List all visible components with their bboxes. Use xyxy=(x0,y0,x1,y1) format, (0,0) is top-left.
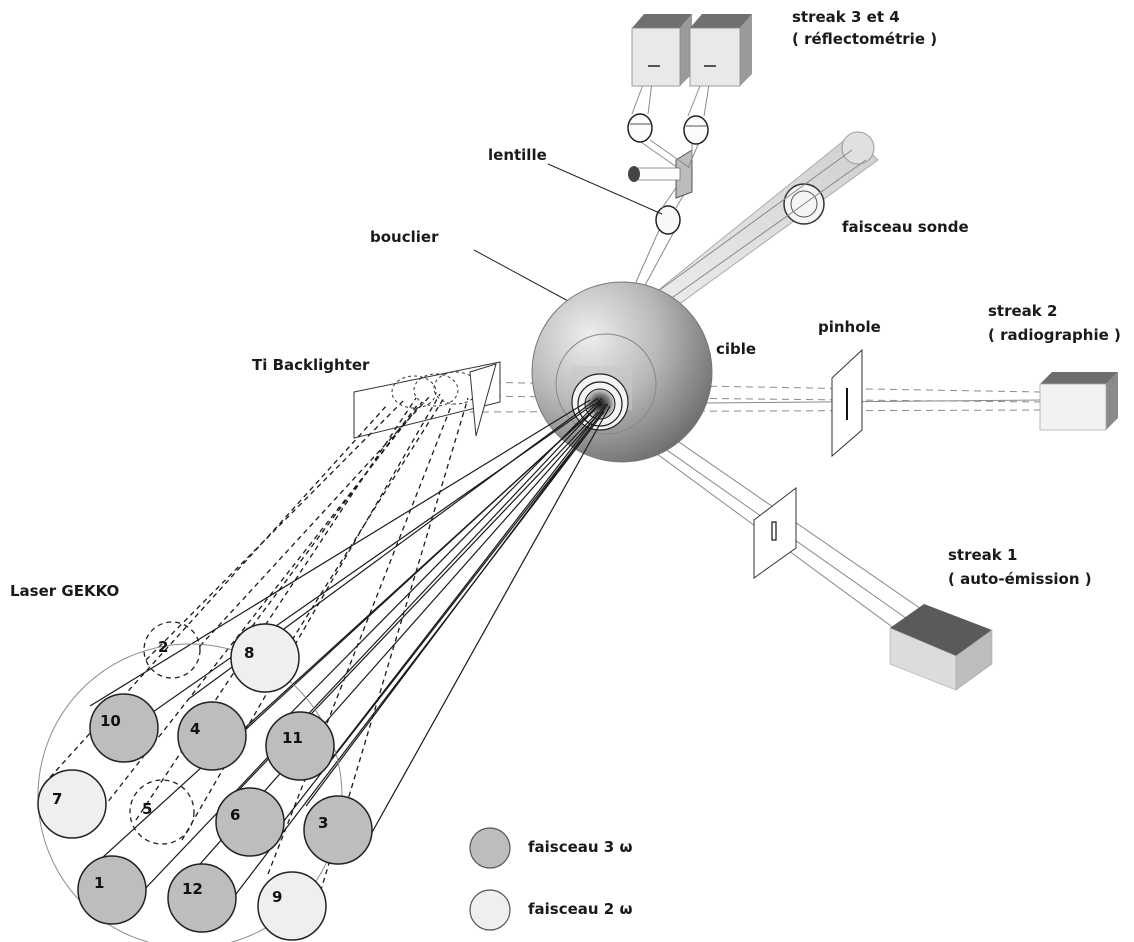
streak2-camera-icon xyxy=(1039,372,1118,431)
beam-port-5 xyxy=(129,779,195,845)
target-chamber xyxy=(531,281,713,463)
ti-backlighter-label: Ti Backlighter xyxy=(252,356,370,374)
beam-label-3: 3 xyxy=(318,814,328,832)
beam-port-3 xyxy=(303,795,373,865)
streak2-subtitle: ( radiographie ) xyxy=(988,326,1121,344)
mirror-icon xyxy=(675,149,693,199)
faisceau-sonde-label: faisceau sonde xyxy=(842,218,969,236)
streak2-title: streak 2 xyxy=(988,302,1057,320)
beam-label-2: 2 xyxy=(158,638,168,656)
labels: streak 3 et 4 ( réflectométrie ) lentill… xyxy=(10,8,1121,600)
beam-label-1: 1 xyxy=(94,874,104,892)
lentille-lens-icon xyxy=(655,205,681,235)
beam-label-5: 5 xyxy=(142,800,152,818)
pinhole-label: pinhole xyxy=(818,318,881,336)
beam-port-8 xyxy=(230,623,300,693)
streak34-title: streak 3 et 4 xyxy=(792,8,900,26)
beam-port-1 xyxy=(77,855,147,925)
beam-label-7: 7 xyxy=(52,790,62,808)
streak34-subtitle: ( réflectométrie ) xyxy=(792,30,937,48)
streak3-camera-icon xyxy=(631,14,692,87)
beam-port-11 xyxy=(265,711,335,781)
beam-port-4 xyxy=(177,701,247,771)
lentille-label: lentille xyxy=(488,146,547,164)
legend-2w-label: faisceau 2 ω xyxy=(528,900,633,918)
beam-port-6 xyxy=(215,787,285,857)
beam-label-12: 12 xyxy=(182,880,203,898)
legend: faisceau 3 ω faisceau 2 ω xyxy=(469,827,633,931)
beam-label-10: 10 xyxy=(100,712,121,730)
beam-label-6: 6 xyxy=(230,806,240,824)
cible-label: cible xyxy=(716,340,756,358)
beam-port-12 xyxy=(167,863,237,933)
streak1-camera-icon xyxy=(889,604,993,691)
probe-beam xyxy=(639,131,879,319)
beam-label-11: 11 xyxy=(282,729,303,747)
beam-port-10 xyxy=(89,693,159,763)
beam-label-4: 4 xyxy=(190,720,200,738)
lens-streak3-icon xyxy=(627,113,653,143)
legend-3w-swatch xyxy=(469,827,511,869)
radiography-line xyxy=(469,348,1118,458)
legend-3w-label: faisceau 3 ω xyxy=(528,838,633,856)
legend-2w-swatch xyxy=(469,889,511,931)
laser-gekko-label: Laser GEKKO xyxy=(10,582,119,600)
emission-pinhole-icon xyxy=(753,486,797,579)
beam-port-9 xyxy=(257,871,327,941)
beam-label-9: 9 xyxy=(272,888,282,906)
bouclier-label: bouclier xyxy=(370,228,439,246)
gekko-beam-array: 2 8 10 4 11 7 5 6 3 1 12 9 xyxy=(37,621,373,942)
beam-port-2 xyxy=(143,621,201,679)
beam-port-7 xyxy=(37,769,107,839)
streak1-subtitle: ( auto-émission ) xyxy=(948,570,1092,588)
lens-streak4-icon xyxy=(683,115,709,145)
streak1-title: streak 1 xyxy=(948,546,1017,564)
self-emission-line xyxy=(599,399,993,691)
leader-lines xyxy=(473,163,663,303)
beam-label-8: 8 xyxy=(244,644,254,662)
streak4-camera-icon xyxy=(689,14,752,87)
